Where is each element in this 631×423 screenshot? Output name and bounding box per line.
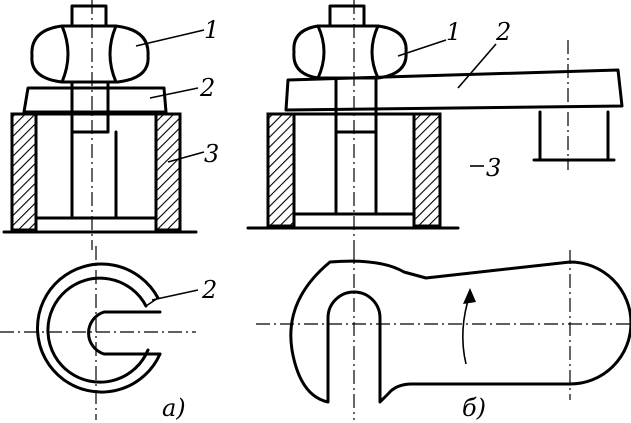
view-b-plan (256, 250, 631, 420)
label-a-washer-plan: 2 (201, 276, 217, 304)
label-b-washer: 2 (495, 18, 511, 46)
label-b-sleeve: 3 (486, 154, 501, 182)
caption-a: а) (162, 394, 186, 422)
rotation-arrow (462, 293, 471, 365)
stud-top-b (328, 4, 366, 28)
view-a-plan (0, 246, 199, 420)
lever-plan-b (289, 259, 631, 404)
sleeve-right-wall-a (154, 112, 182, 232)
nut-a (30, 24, 150, 84)
view-a-elevation (2, 0, 205, 250)
lever-washer-b (284, 68, 624, 112)
view-b-elevation (246, 0, 624, 250)
stud-body-a (70, 80, 110, 134)
washer-slot-a (87, 310, 162, 356)
label-b-nut: 1 (446, 18, 461, 46)
stud-body-b (334, 76, 378, 134)
caption-b: б) (462, 394, 486, 422)
arrow-head-icon (463, 288, 476, 304)
sleeve-right-wall-b (412, 112, 442, 228)
stud-top-a (70, 4, 108, 28)
label-a-sleeve: 3 (204, 140, 219, 168)
sleeve-left-wall-b (266, 112, 296, 228)
washer-a (22, 86, 168, 114)
label-a-nut: 1 (204, 16, 219, 44)
washer-plan-a (36, 262, 162, 394)
label-a-washer: 2 (199, 74, 215, 102)
nut-b (292, 24, 408, 80)
lever-arm-b (538, 110, 610, 162)
sleeve-left-wall-a (10, 112, 38, 232)
